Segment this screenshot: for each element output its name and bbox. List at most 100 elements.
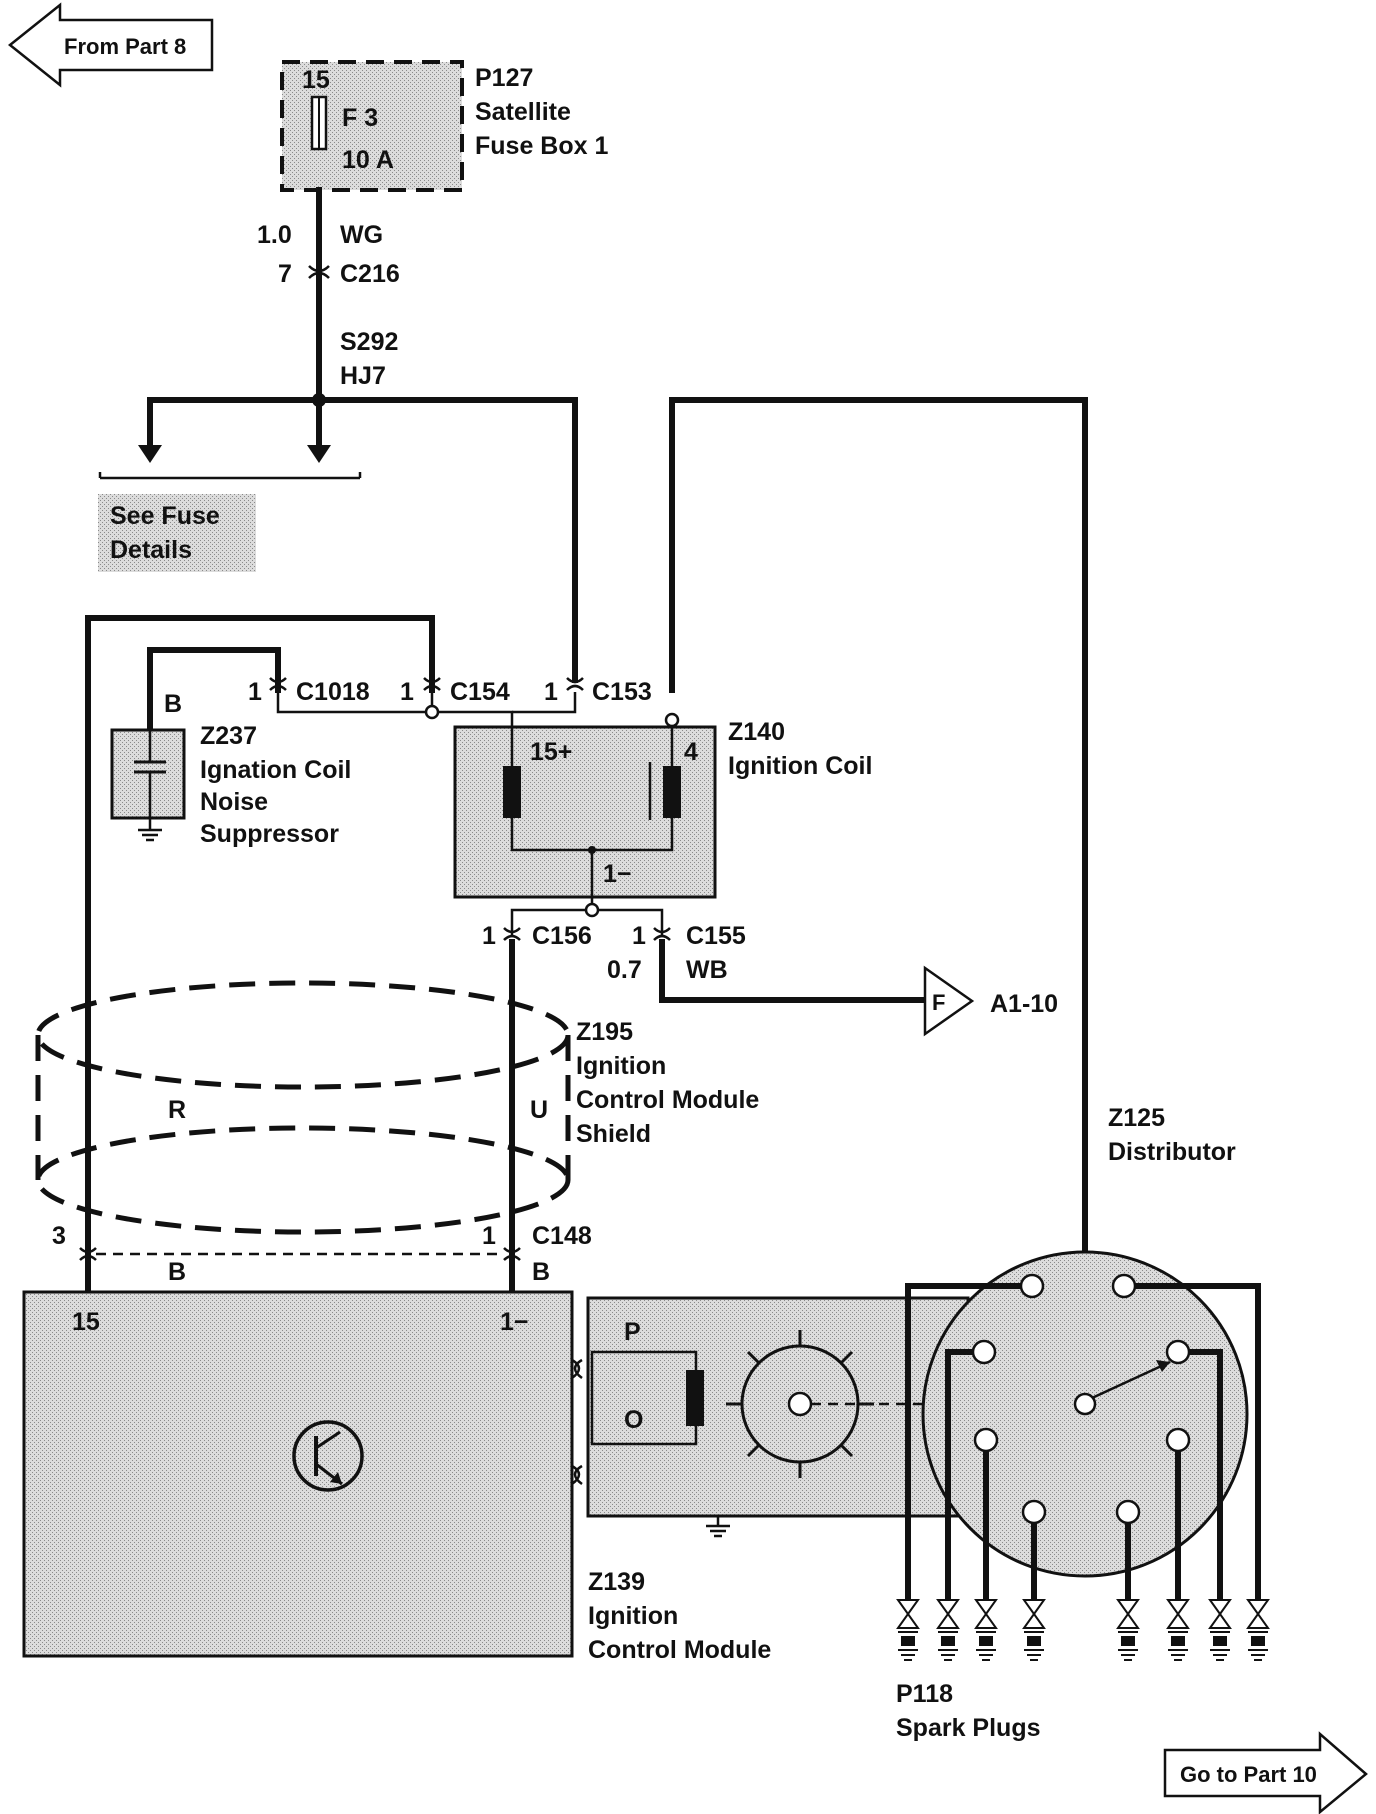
- connector-c155-symbol: [653, 927, 671, 941]
- c155-label: C155: [686, 922, 746, 950]
- c148-left-pin: 3: [52, 1222, 66, 1250]
- reference-letter: F: [932, 990, 945, 1015]
- c155-wire-color: WB: [686, 956, 728, 984]
- connector-c216-symbol: [308, 265, 330, 279]
- shield-id: Z195: [576, 1018, 633, 1046]
- connector-c154-symbol: [423, 677, 441, 691]
- suppressor-name-2: Noise: [200, 788, 268, 816]
- fuse-details-line1: See Fuse: [110, 502, 220, 530]
- spark-plugs-name: Spark Plugs: [896, 1714, 1041, 1742]
- coil-name: Ignition Coil: [728, 752, 872, 780]
- wire-module-pin15: [85, 615, 435, 1295]
- shield-name-3: Shield: [576, 1120, 651, 1148]
- module-wire-b-left: B: [168, 1258, 186, 1286]
- coil-term-1: 1−: [603, 860, 632, 888]
- fuse-box-id: P127: [475, 64, 533, 92]
- pickup-p-label: P: [624, 1318, 641, 1346]
- c148-right-pin: 1: [482, 1222, 496, 1250]
- module-id: Z139: [588, 1568, 645, 1596]
- reluctor-wheel-icon: [726, 1330, 874, 1478]
- module-name-2: Control Module: [588, 1636, 771, 1664]
- fuse-label: F 3: [342, 104, 378, 132]
- connector-c156-symbol: [503, 927, 521, 941]
- fuse-details-arrow-right: [307, 445, 331, 463]
- coil-secondary-winding: [663, 766, 681, 818]
- rotor-center: [1073, 1392, 1097, 1416]
- c155-wire-size: 0.7: [607, 956, 642, 984]
- ignition-coil: 15+ 4 1−: [453, 725, 717, 910]
- wire-size-label: 1.0: [257, 221, 292, 249]
- rotor-arm: [1091, 1360, 1171, 1400]
- spark-plug-2: [936, 1599, 960, 1661]
- fuse-box-name-2: Fuse Box 1: [475, 132, 608, 160]
- coil-primary-winding: [503, 766, 521, 818]
- wire-color-label: WG: [340, 221, 383, 249]
- pickup-coil: [686, 1370, 704, 1426]
- spark-plug-5: [1116, 1599, 1140, 1661]
- spark-plugs-id: P118: [896, 1680, 953, 1708]
- spark-plug-8: [1246, 1599, 1270, 1661]
- c154-label: C154: [450, 678, 510, 706]
- fuse-box-name-1: Satellite: [475, 98, 571, 126]
- splice-label: S292: [340, 328, 398, 356]
- c156-label: C156: [532, 922, 592, 950]
- distributor-cap: [921, 1250, 1249, 1578]
- distributor-name: Distributor: [1108, 1138, 1236, 1166]
- connector-c148-left-symbol: [79, 1247, 97, 1261]
- wire-coil-to-distributor: [669, 397, 1088, 1408]
- module-wire-b-right: B: [532, 1258, 550, 1286]
- shield-wire-u: U: [530, 1096, 548, 1124]
- module-pin-1: 1−: [500, 1308, 529, 1336]
- wire-wb: [659, 939, 931, 1003]
- spark-plug-6: [1166, 1599, 1190, 1661]
- noise-suppressor: [110, 728, 186, 842]
- see-fuse-details[interactable]: See Fuse Details: [98, 494, 256, 572]
- shield-name-2: Control Module: [576, 1086, 759, 1114]
- module-name-1: Ignition: [588, 1602, 678, 1630]
- suppressor-name-1: Ignation Coil: [200, 756, 351, 784]
- reference-triangle[interactable]: F: [923, 965, 975, 1037]
- suppressor-id: Z237: [200, 722, 257, 750]
- shield-name-1: Ignition: [576, 1052, 666, 1080]
- ground-icon: [706, 1516, 730, 1538]
- transistor-icon: [292, 1420, 364, 1492]
- spark-plugs: [896, 1599, 1270, 1661]
- connector-c148-right-symbol: [503, 1247, 521, 1261]
- wire-suppressor-b: [147, 647, 281, 733]
- spark-plug-3: [974, 1599, 998, 1661]
- spark-plug-4: [1022, 1599, 1046, 1661]
- c155-pin-label: 1: [632, 922, 646, 950]
- splice-location-label: HJ7: [340, 362, 386, 390]
- connector-c153-symbol: [566, 677, 584, 691]
- c156-pin-label: 1: [482, 922, 496, 950]
- fuse-box: 15 F 3 10 A: [280, 60, 464, 192]
- go-to-part-arrow[interactable]: Go to Part 10: [1163, 1731, 1368, 1814]
- coil-term-15: 15+: [530, 738, 572, 766]
- from-part-label: From Part 8: [64, 34, 186, 59]
- c153-pin-label: 1: [544, 678, 558, 706]
- spark-plug-1: [896, 1599, 920, 1661]
- pickup-o-label: O: [624, 1406, 643, 1434]
- c216-pin-label: 7: [278, 260, 292, 288]
- c153-label: C153: [592, 678, 652, 706]
- c1018-label: C1018: [296, 678, 370, 706]
- c154-pin-label: 1: [400, 678, 414, 706]
- coil-term-4: 4: [684, 738, 698, 766]
- from-part-arrow[interactable]: From Part 8: [7, 2, 214, 88]
- ignition-control-module: 15 1−: [22, 1290, 574, 1658]
- suppressor-wire-color: B: [164, 690, 182, 718]
- c148-label: C148: [532, 1222, 592, 1250]
- module-pin-15: 15: [72, 1308, 100, 1336]
- suppressor-name-3: Suppressor: [200, 820, 339, 848]
- c216-label: C216: [340, 260, 400, 288]
- coil-id: Z140: [728, 718, 785, 746]
- fuse-rating-label: 10 A: [342, 146, 394, 174]
- reference-label: A1-10: [990, 990, 1058, 1018]
- twisted-pair-top: [571, 1358, 583, 1380]
- go-to-part-label: Go to Part 10: [1180, 1762, 1317, 1787]
- spark-plug-7: [1208, 1599, 1232, 1661]
- distributor-id: Z125: [1108, 1104, 1165, 1132]
- fuse-pin-label: 15: [302, 66, 330, 94]
- shield: [35, 980, 571, 1235]
